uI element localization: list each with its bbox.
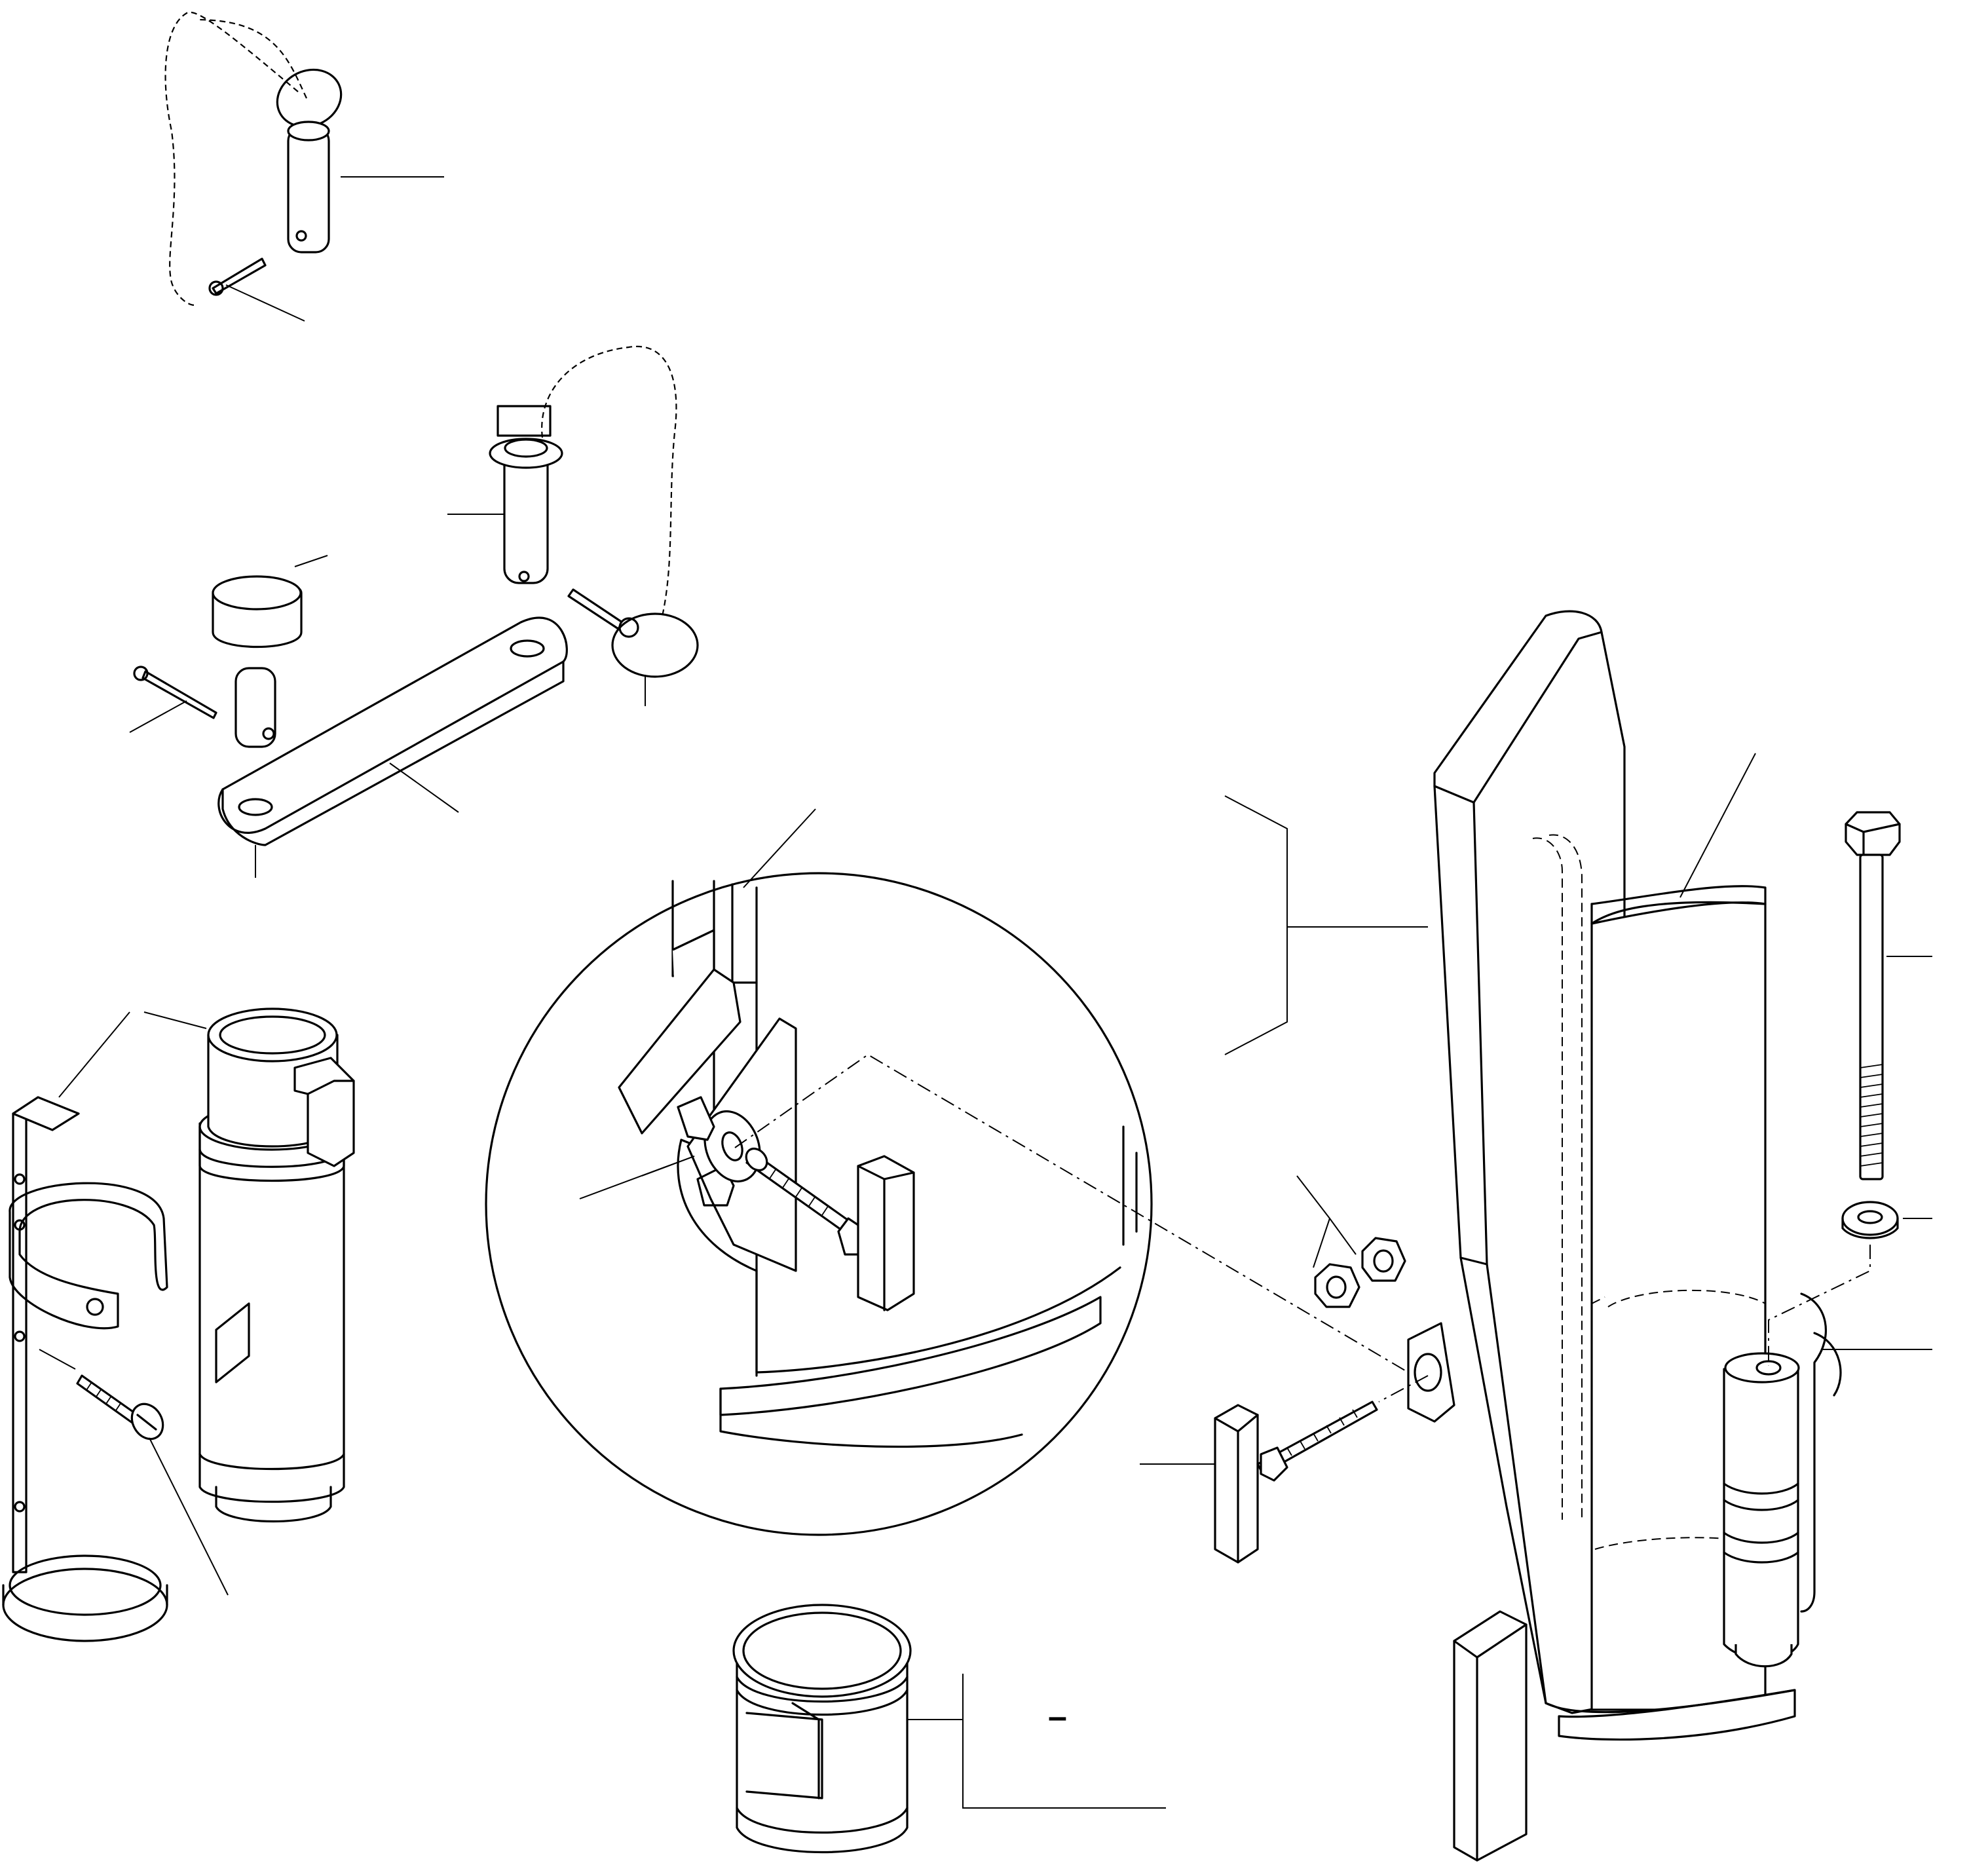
slotted-screw <box>76 1374 164 1440</box>
ring-pin-with-chain <box>164 11 343 306</box>
leader-line <box>58 1011 130 1098</box>
link-bar <box>217 616 568 846</box>
leader-line <box>389 762 459 813</box>
headed-pin <box>212 575 303 748</box>
mast-assembly <box>1407 610 1796 1862</box>
alignment-line <box>1768 1245 1871 1366</box>
hinge-sleeve <box>1723 1292 1842 1668</box>
dash-mark-label: – <box>1048 1698 1067 1736</box>
leader-line <box>1679 753 1756 898</box>
leader-line <box>39 1349 76 1370</box>
leader-line <box>225 284 305 322</box>
leader-line <box>149 1437 229 1596</box>
leader-line <box>1296 1175 1357 1255</box>
leader-line <box>962 1674 1166 1809</box>
flat-washer <box>1841 1201 1899 1239</box>
leader-line <box>1224 795 1288 1055</box>
hex-bolt-long <box>1845 811 1901 1180</box>
fluid-cylinder <box>198 1007 355 1522</box>
mounting-bracket <box>2 1096 168 1642</box>
leader-line <box>143 1011 207 1029</box>
leader-line <box>129 700 187 733</box>
alignment-line <box>1378 1375 1429 1402</box>
lynch-pin-with-chain <box>489 345 699 678</box>
split-pin <box>133 666 217 719</box>
canister <box>732 1604 912 1854</box>
tee-handle-screw <box>1214 1401 1378 1564</box>
leader-line <box>743 808 816 888</box>
alignment-line <box>734 1053 1409 1373</box>
leader-line <box>294 555 328 567</box>
leader-line <box>1313 1218 1330 1268</box>
leader-line <box>641 1156 695 1176</box>
hex-nuts <box>1314 1237 1406 1308</box>
detail-magnifier <box>485 872 1153 1536</box>
